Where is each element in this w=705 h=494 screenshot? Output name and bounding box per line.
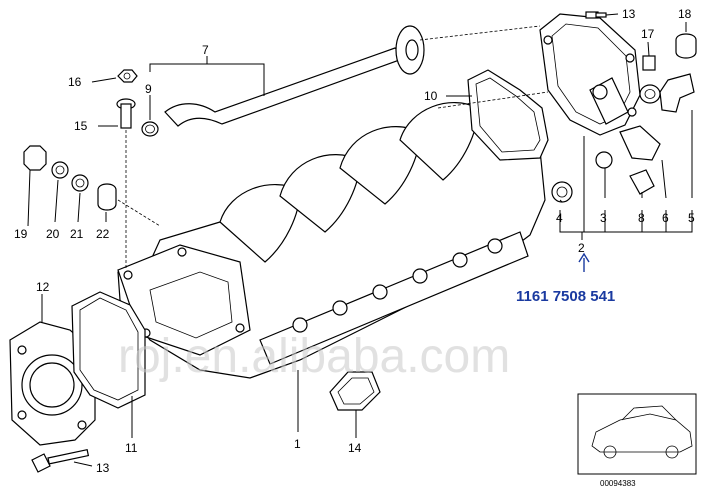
- small-parts-right: [551, 11, 697, 203]
- gasket-10: [467, 69, 549, 161]
- vent-tube: [164, 25, 425, 127]
- callout-9: 9: [145, 82, 152, 96]
- callout-3: 3: [600, 211, 607, 225]
- callout-13-top: 13: [622, 7, 636, 21]
- part-number: 1161 7508 541: [516, 288, 615, 305]
- leader-lines: [27, 13, 693, 467]
- gasket-14: [329, 371, 381, 411]
- callout-2: 2: [578, 241, 585, 255]
- callout-6: 6: [662, 211, 669, 225]
- callout-8: 8: [638, 211, 645, 225]
- callout-13-bottom: 13: [96, 461, 110, 475]
- vehicle-thumbnail: 00094383: [577, 393, 697, 488]
- callout-10: 10: [424, 89, 438, 103]
- callout-4: 4: [556, 211, 563, 225]
- small-parts-left: [23, 69, 161, 473]
- callout-20: 20: [46, 227, 60, 241]
- callout-12: 12: [36, 280, 50, 294]
- callout-18: 18: [678, 7, 692, 21]
- callout-5: 5: [688, 211, 695, 225]
- callout-17: 17: [641, 27, 655, 41]
- watermark: roj.en.alibaba.com: [118, 330, 510, 383]
- intake-manifold: [117, 101, 546, 379]
- callout-22: 22: [96, 227, 110, 241]
- callout-14: 14: [348, 441, 362, 455]
- callout-15: 15: [74, 119, 88, 133]
- image-id: 00094383: [600, 479, 636, 488]
- callout-21: 21: [70, 227, 84, 241]
- callout-16: 16: [68, 75, 82, 89]
- callout-19: 19: [14, 227, 28, 241]
- callout-11: 11: [125, 441, 138, 455]
- valve-housing: [539, 13, 641, 136]
- callout-7: 7: [202, 43, 209, 57]
- callout-labels: 7 9 16 15 19 20 21 22 12 11 13 1 14 10 1…: [14, 7, 695, 475]
- callout-1: 1: [294, 437, 301, 451]
- gasket-11: [71, 291, 146, 409]
